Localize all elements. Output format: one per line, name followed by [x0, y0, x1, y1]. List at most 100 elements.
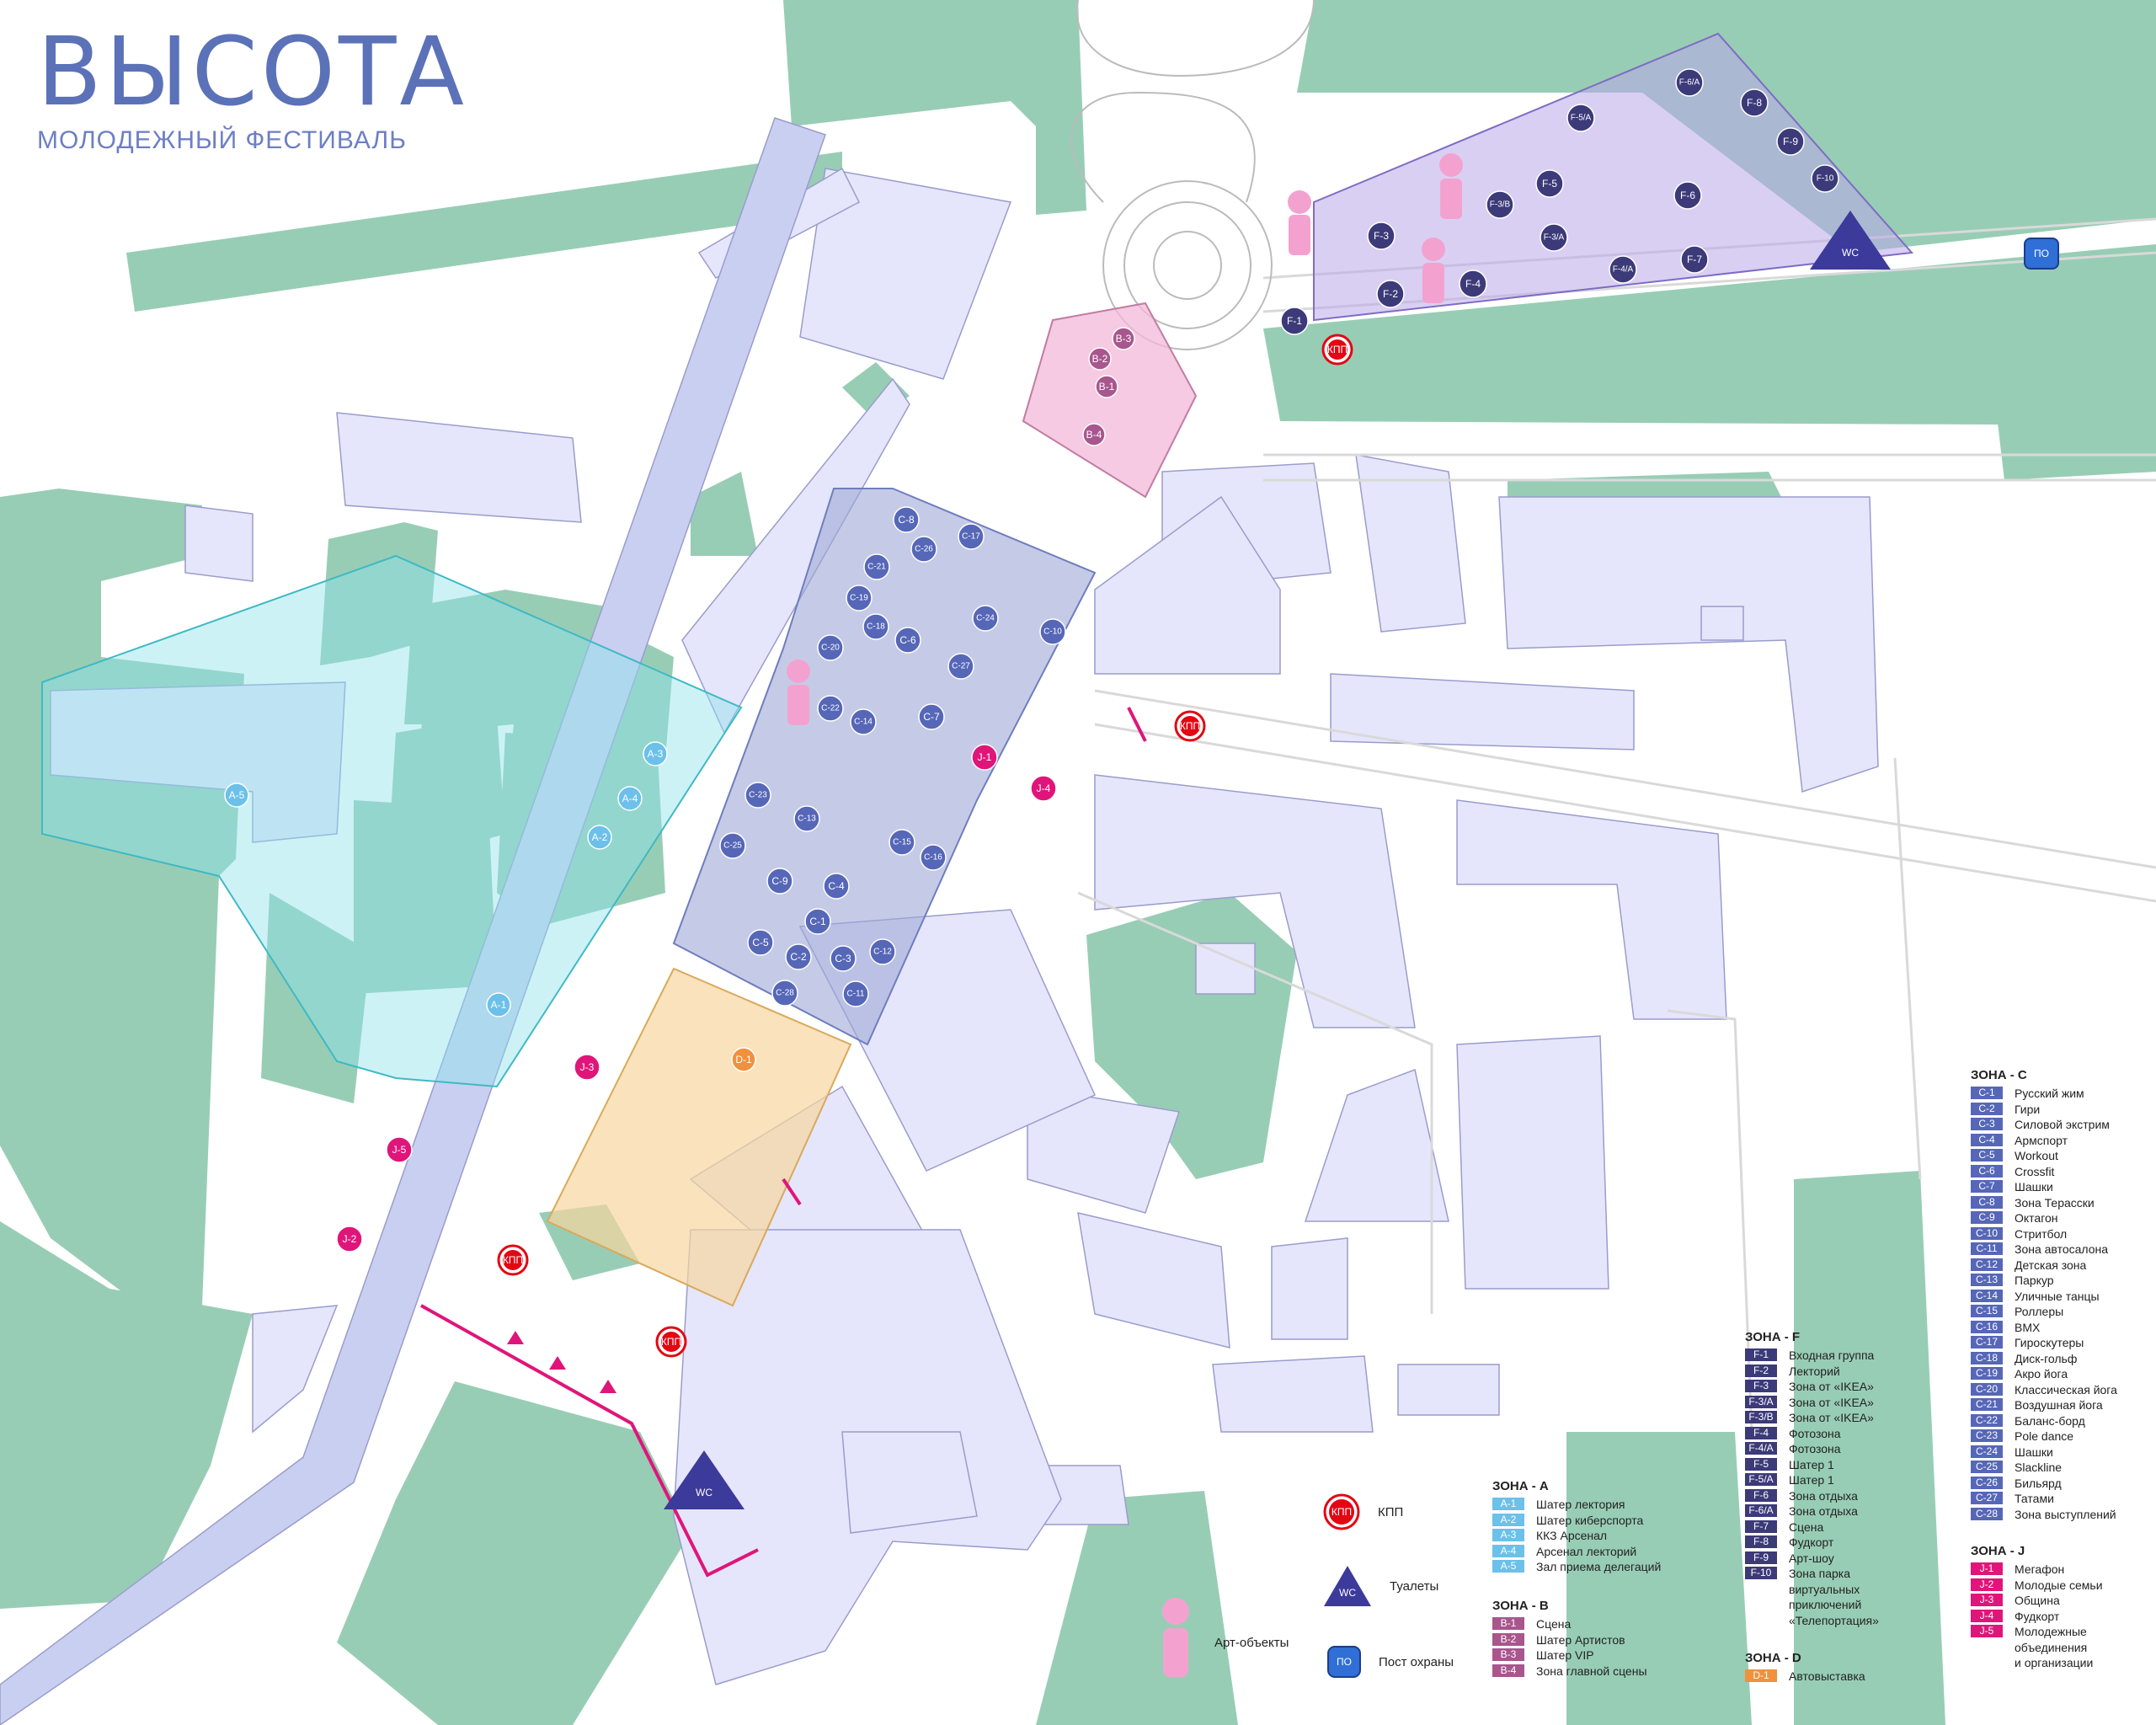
marker-c-24[interactable]: C-24 — [972, 605, 999, 632]
marker-c-9[interactable]: C-9 — [766, 868, 793, 895]
marker-label: C-6 — [899, 634, 916, 646]
marker-j-1[interactable]: J-1 — [971, 744, 998, 771]
marker-label: C-13 — [798, 814, 816, 824]
marker-f-8[interactable]: F-8 — [1740, 88, 1769, 117]
marker-c-26[interactable]: C-26 — [910, 536, 937, 563]
wc-marker[interactable]: WC — [1810, 211, 1891, 270]
marker-c-10[interactable]: C-10 — [1039, 618, 1066, 645]
marker-b-3[interactable]: B-3 — [1112, 327, 1135, 350]
marker-label: C-2 — [790, 951, 807, 963]
central-circle — [1070, 0, 1315, 350]
kpp-marker[interactable]: КПП — [1321, 334, 1353, 366]
marker-c-22[interactable]: C-22 — [817, 695, 844, 722]
marker-c-20[interactable]: C-20 — [817, 634, 844, 661]
marker-f-3-b[interactable]: F-3/B — [1486, 190, 1514, 219]
marker-a-5[interactable]: A-5 — [224, 782, 249, 808]
marker-c-4[interactable]: C-4 — [823, 873, 850, 900]
marker-c-2[interactable]: C-2 — [785, 943, 812, 970]
bust-statue-icon[interactable] — [1439, 153, 1463, 219]
logo-subtitle: МОЛОДЕЖНЫЙ ФЕСТИВАЛЬ — [37, 126, 407, 154]
legend-code-badge: J-1 — [1971, 1562, 2003, 1575]
marker-f-4[interactable]: F-4 — [1459, 270, 1487, 298]
marker-label: C-24 — [976, 614, 995, 623]
marker-b-1[interactable]: B-1 — [1095, 375, 1118, 398]
kpp-marker[interactable]: КПП — [1174, 710, 1206, 742]
bust-statue-icon[interactable] — [1422, 238, 1445, 303]
marker-label: C-10 — [1043, 628, 1062, 637]
marker-c-16[interactable]: C-16 — [920, 844, 947, 871]
legend-label: Паркур — [2015, 1274, 2054, 1287]
building — [1304, 1068, 1449, 1222]
marker-f-2[interactable]: F-2 — [1376, 280, 1405, 308]
legend-label: Шашки — [2015, 1180, 2053, 1194]
marker-j-2[interactable]: J-2 — [336, 1226, 363, 1252]
marker-b-2[interactable]: B-2 — [1088, 347, 1112, 371]
legend-code-badge: B-2 — [1492, 1632, 1524, 1646]
marker-f-10[interactable]: F-10 — [1811, 164, 1839, 193]
legend-code-badge: C-8 — [1971, 1195, 2003, 1209]
bust-statue-icon[interactable] — [787, 660, 810, 725]
marker-a-1[interactable]: A-1 — [486, 992, 511, 1017]
marker-c-18[interactable]: C-18 — [862, 613, 889, 640]
bust-statue-icon[interactable] — [1288, 190, 1311, 255]
marker-label: C-28 — [776, 989, 794, 998]
legend-label: Гироскутеры — [2015, 1336, 2084, 1349]
marker-j-4[interactable]: J-4 — [1030, 775, 1057, 802]
marker-c-6[interactable]: C-6 — [894, 627, 921, 654]
marker-c-3[interactable]: C-3 — [830, 945, 857, 972]
marker-label: B-2 — [1092, 353, 1108, 365]
marker-c-5[interactable]: C-5 — [747, 929, 774, 956]
legend-code-badge: C-14 — [1971, 1289, 2003, 1302]
marker-c-7[interactable]: C-7 — [918, 703, 945, 730]
marker-c-28[interactable]: C-28 — [771, 980, 798, 1007]
marker-c-8[interactable]: C-8 — [893, 506, 920, 533]
kpp-marker[interactable]: КПП — [497, 1244, 529, 1276]
po-marker[interactable]: ПО — [2024, 238, 2059, 270]
marker-c-19[interactable]: C-19 — [846, 585, 873, 611]
marker-f-5[interactable]: F-5 — [1535, 169, 1564, 198]
marker-a-2[interactable]: A-2 — [587, 825, 612, 850]
marker-c-23[interactable]: C-23 — [744, 782, 771, 809]
marker-f-7[interactable]: F-7 — [1680, 245, 1709, 274]
marker-b-4[interactable]: B-4 — [1082, 423, 1106, 446]
marker-c-25[interactable]: C-25 — [719, 832, 746, 859]
marker-a-3[interactable]: A-3 — [643, 741, 668, 766]
wc-marker[interactable]: WC — [664, 1450, 744, 1509]
marker-f-3[interactable]: F-3 — [1367, 222, 1396, 250]
marker-c-17[interactable]: C-17 — [958, 523, 985, 550]
marker-j-3[interactable]: J-3 — [574, 1054, 600, 1081]
marker-c-21[interactable]: C-21 — [863, 553, 890, 580]
marker-f-3-a[interactable]: F-3/A — [1540, 223, 1568, 252]
marker-j-5[interactable]: J-5 — [386, 1136, 413, 1163]
marker-f-5-a[interactable]: F-5/A — [1566, 104, 1595, 132]
marker-label: F-7 — [1687, 254, 1702, 265]
marker-f-4-a[interactable]: F-4/A — [1609, 255, 1637, 284]
marker-f-6-a[interactable]: F-6/A — [1675, 68, 1704, 97]
marker-f-9[interactable]: F-9 — [1776, 127, 1805, 156]
marker-c-14[interactable]: C-14 — [850, 708, 877, 735]
marker-c-1[interactable]: C-1 — [804, 908, 831, 935]
marker-c-27[interactable]: C-27 — [947, 653, 974, 680]
marker-c-15[interactable]: C-15 — [889, 829, 915, 856]
marker-c-12[interactable]: C-12 — [869, 938, 896, 965]
kpp-marker[interactable]: КПП — [655, 1326, 687, 1358]
legend-label: Шатер лектория — [1536, 1498, 1625, 1511]
marker-label: C-26 — [915, 545, 933, 554]
legend-label: Шатер киберспорта — [1536, 1513, 1644, 1527]
marker-c-13[interactable]: C-13 — [793, 805, 820, 832]
marker-f-6[interactable]: F-6 — [1673, 181, 1702, 210]
legend-code-badge: C-26 — [1971, 1476, 2003, 1489]
svg-text:КПП: КПП — [503, 1254, 523, 1266]
marker-f-1[interactable]: F-1 — [1280, 307, 1309, 335]
marker-a-4[interactable]: A-4 — [617, 786, 643, 811]
building — [1027, 1086, 1180, 1214]
marker-d-1[interactable]: D-1 — [731, 1047, 756, 1072]
marker-c-11[interactable]: C-11 — [842, 980, 869, 1007]
